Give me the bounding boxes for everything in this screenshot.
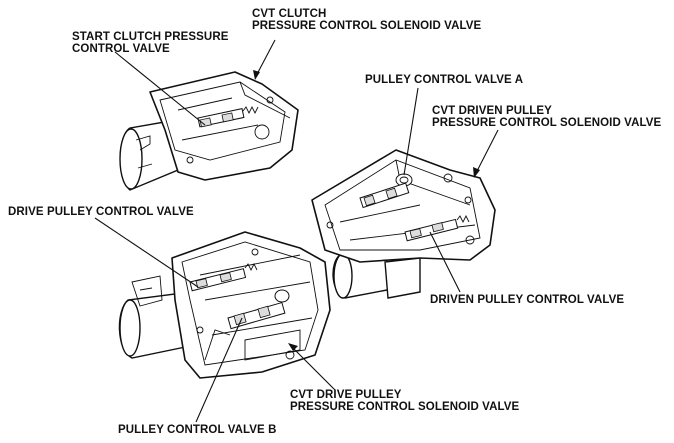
label-drive-pulley-valve: DRIVE PULLEY CONTROL VALVE [8, 206, 194, 218]
label-start-clutch-valve: START CLUTCH PRESSURE CONTROL VALVE [72, 31, 229, 55]
driven-pulley-control-valve-spool [404, 214, 470, 242]
label-driven-pulley-valve: DRIVEN PULLEY CONTROL VALVE [430, 294, 624, 306]
pulley-control-valve-a [359, 173, 413, 209]
label-cvt-clutch-solenoid: CVT CLUTCH PRESSURE CONTROL SOLENOID VAL… [252, 8, 481, 32]
label-line: PULLEY CONTROL VALVE A [365, 74, 524, 86]
pulley-control-valve-b [227, 289, 290, 330]
label-line: DRIVEN PULLEY CONTROL VALVE [430, 294, 625, 306]
label-line: PRESSURE CONTROL SOLENOID VALVE [290, 401, 520, 413]
label-line: CVT CLUTCH [252, 8, 327, 20]
start-clutch-valve-spool [197, 105, 259, 128]
label-cvt-drive-solenoid: CVT DRIVE PULLEY PRESSURE CONTROL SOLENO… [290, 389, 519, 413]
label-line: DRIVE PULLEY CONTROL VALVE [8, 206, 194, 218]
label-pulley-control-valve-b: PULLEY CONTROL VALVE B [118, 424, 277, 436]
label-line: CONTROL VALVE [72, 43, 170, 55]
cvt-clutch-solenoid-assembly [119, 71, 299, 191]
label-line: START CLUTCH PRESSURE [72, 31, 229, 43]
label-cvt-driven-solenoid: CVT DRIVEN PULLEY PRESSURE CONTROL SOLEN… [432, 105, 661, 129]
label-line: CVT DRIVE PULLEY [290, 389, 402, 401]
drive-pulley-control-valve-spool [189, 262, 258, 292]
leader-lines [94, 39, 499, 423]
cvt-driven-solenoid-assembly [311, 149, 496, 299]
label-line: PULLEY CONTROL VALVE B [118, 424, 277, 436]
label-line: PRESSURE CONTROL SOLENOID VALVE [432, 117, 662, 129]
cvt-drive-solenoid-assembly [118, 231, 331, 379]
label-pulley-control-valve-a: PULLEY CONTROL VALVE A [365, 74, 523, 86]
label-line: PRESSURE CONTROL SOLENOID VALVE [252, 20, 482, 32]
label-line: CVT DRIVEN PULLEY [432, 105, 552, 117]
